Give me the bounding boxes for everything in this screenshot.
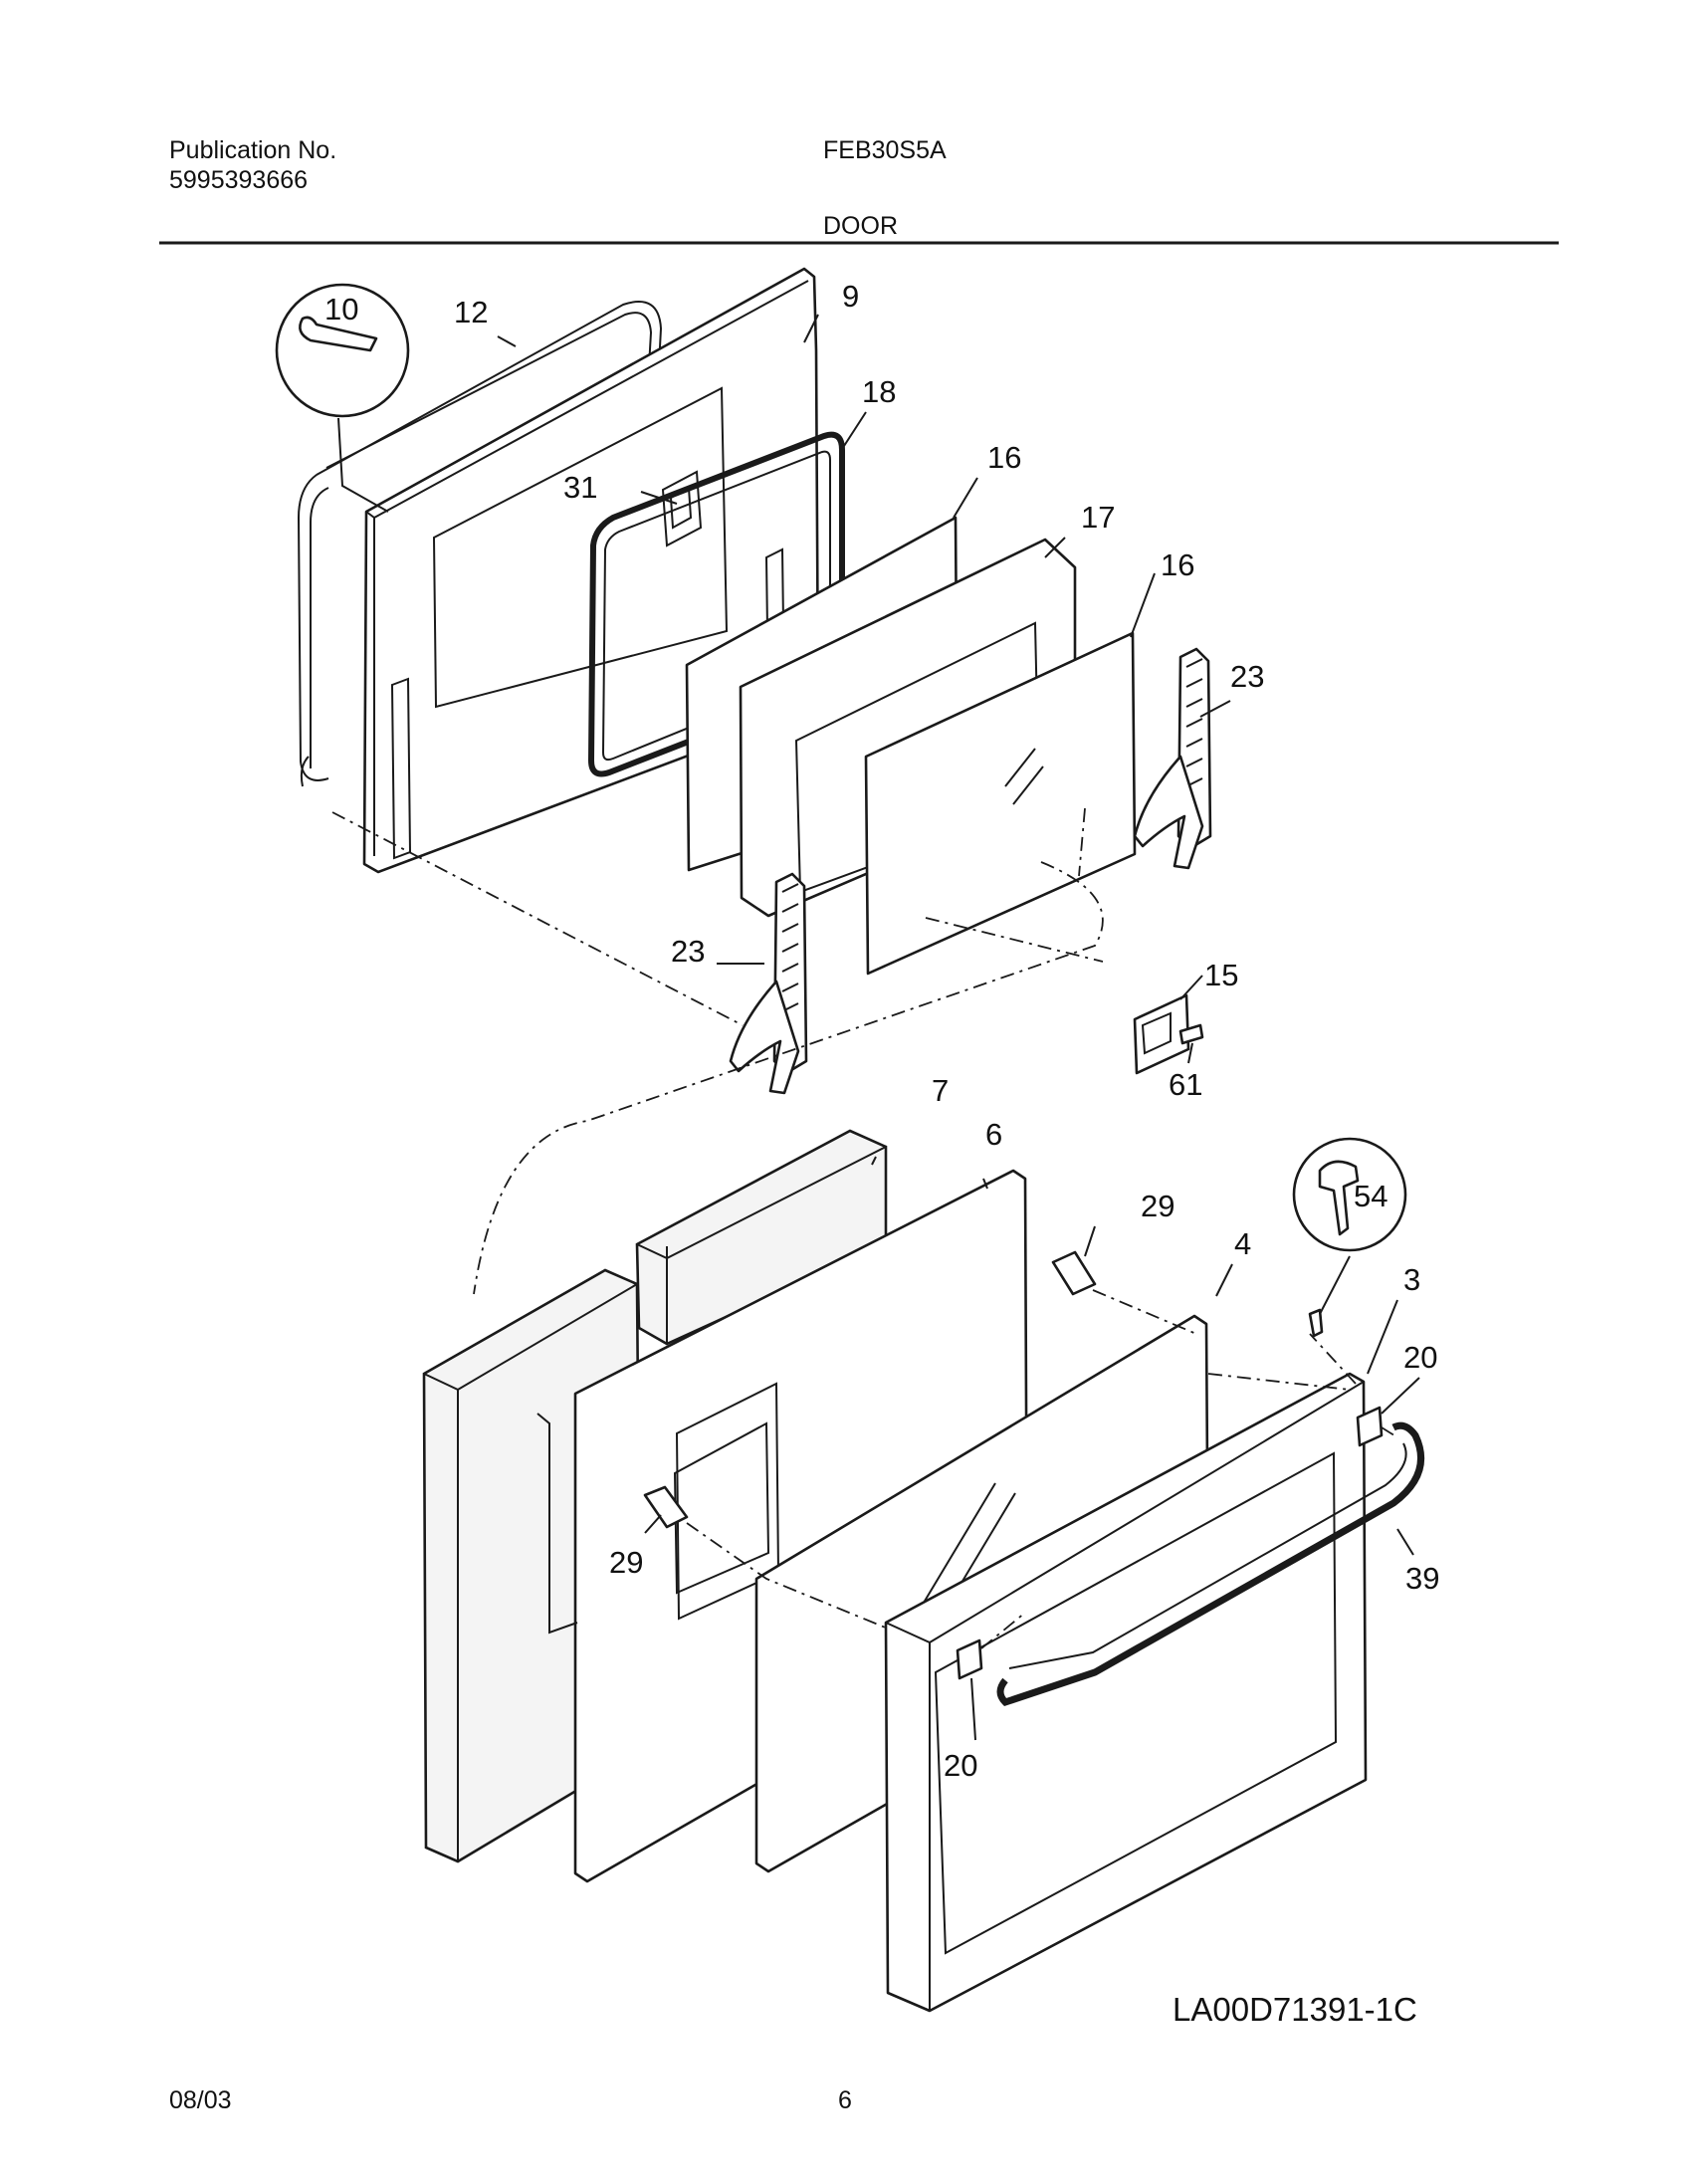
part-23-hinge-left <box>729 872 808 1095</box>
part-7-edge <box>423 1283 638 1861</box>
callout-12: 12 <box>454 295 488 329</box>
part-12-gasket-inner <box>310 312 653 768</box>
publication-label: Publication No. <box>169 136 337 164</box>
publication-number: 5995393666 <box>169 166 309 194</box>
part-3-frame-inner <box>934 1451 1338 1955</box>
callout-17: 17 <box>1081 500 1115 535</box>
callout-15: 15 <box>1204 958 1238 992</box>
callout-31: 31 <box>563 470 597 505</box>
part-23-hinge-right <box>1133 647 1212 870</box>
part-39-handle-edge <box>1008 1442 1407 1669</box>
callout-10: 10 <box>324 292 358 327</box>
callout-4: 4 <box>1234 1226 1251 1261</box>
section-title: DOOR <box>823 212 898 240</box>
callout-9: 9 <box>842 279 859 314</box>
callout-23-left: 23 <box>671 934 705 969</box>
part-6-window-inner <box>673 1421 770 1595</box>
part-16-glare <box>1004 748 1044 805</box>
part-39-handle <box>996 1421 1425 1707</box>
callout-61: 61 <box>1169 1067 1202 1102</box>
callout-39: 39 <box>1405 1561 1439 1596</box>
part-10-screw <box>299 316 378 352</box>
part-29-spacer-upper <box>1051 1250 1097 1296</box>
callout-23-right: 23 <box>1230 659 1264 694</box>
callout-16-front: 16 <box>1161 547 1194 582</box>
part-16-front-glass <box>864 631 1137 976</box>
part-15-bracket-tab <box>1141 1011 1172 1055</box>
assembly-lines <box>331 807 1398 1649</box>
callout-18: 18 <box>862 374 896 409</box>
part-7-top-edge <box>636 1146 887 1344</box>
part-9-edge <box>365 280 809 856</box>
callout-29-lower: 29 <box>609 1545 643 1580</box>
leader-lines <box>337 314 1420 1741</box>
part-12-door-gasket <box>297 301 663 787</box>
part-20-mount-left <box>956 1638 983 1680</box>
callout-7: 7 <box>932 1073 949 1108</box>
part-3-outer-door <box>884 1372 1368 2013</box>
part-54-screw <box>1318 1160 1360 1236</box>
callout-3: 3 <box>1403 1262 1420 1297</box>
model-number: FEB30S5A <box>823 136 947 164</box>
callout-54: 54 <box>1354 1179 1388 1213</box>
drawing-code: LA00D71391-1C <box>1173 1991 1417 2028</box>
callout-16-rear: 16 <box>987 440 1021 475</box>
footer-date: 08/03 <box>169 2086 232 2114</box>
part-3-edge <box>885 1381 1365 2011</box>
callout-29-upper: 29 <box>1141 1189 1174 1223</box>
part-54-screw-small <box>1308 1308 1324 1338</box>
part-61-bumper <box>1178 1023 1204 1045</box>
part-20-mount-right <box>1356 1406 1384 1447</box>
part-9-window-opening <box>432 386 729 709</box>
callout-20-right: 20 <box>1403 1340 1437 1375</box>
part-15-bracket <box>1133 993 1190 1075</box>
part-54-detail-circle <box>1292 1137 1407 1252</box>
page-number: 6 <box>838 2086 852 2114</box>
callout-20-left: 20 <box>944 1748 977 1783</box>
callout-6: 6 <box>985 1117 1002 1152</box>
